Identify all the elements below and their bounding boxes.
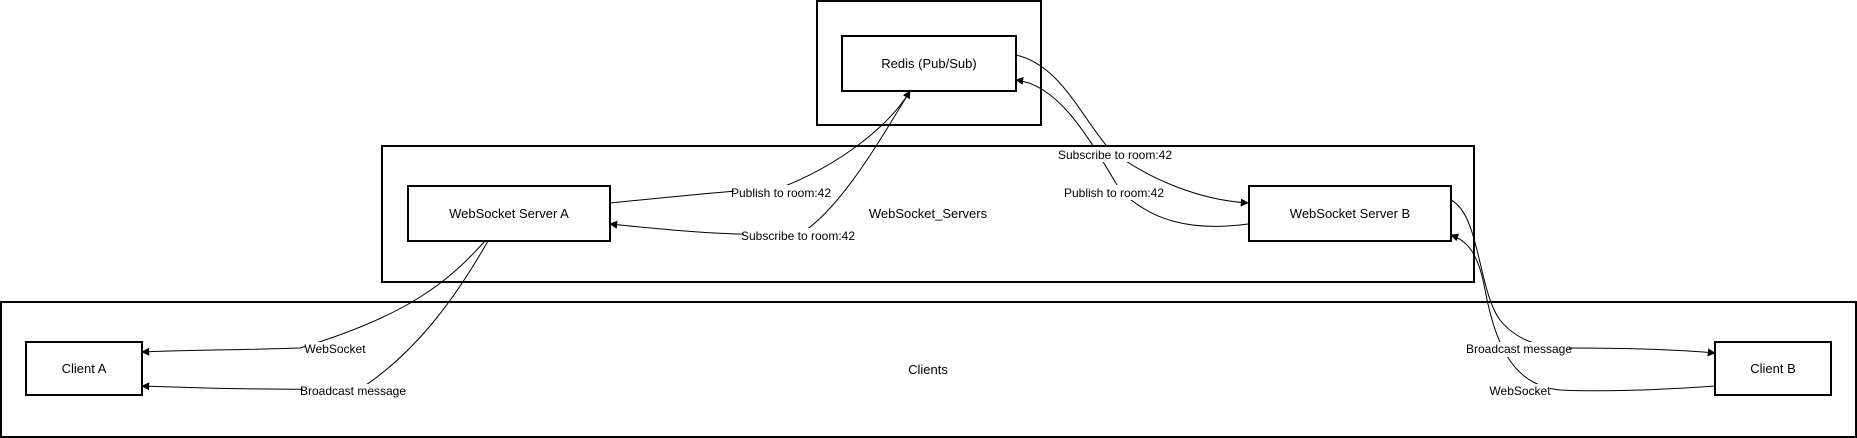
node-redis-label: Redis (Pub/Sub) [881, 56, 976, 71]
node-redis[interactable]: Redis (Pub/Sub) [841, 35, 1017, 92]
node-server-a-label: WebSocket Server A [449, 206, 569, 221]
node-client-a-label: Client A [62, 361, 107, 376]
edge-labels: Publish to room:42 Subscribe to room:42 … [300, 147, 1572, 399]
node-client-b[interactable]: Client B [1714, 341, 1832, 396]
edge-client-a-websocket [141, 240, 486, 356]
label-b-subscribe: Subscribe to room:42 [1058, 148, 1172, 162]
label-a-publish: Publish to room:42 [731, 186, 831, 200]
label-client-b-broadcast: Broadcast message [1466, 342, 1572, 356]
node-server-b-label: WebSocket Server B [1290, 206, 1410, 221]
node-client-b-label: Client B [1750, 361, 1796, 376]
node-server-b[interactable]: WebSocket Server B [1248, 185, 1452, 242]
clients-group-label: Clients [908, 362, 948, 377]
websocket-servers-group-label: WebSocket_Servers [869, 206, 988, 221]
label-a-subscribe: Subscribe to room:42 [741, 229, 855, 243]
node-client-a[interactable]: Client A [25, 341, 143, 396]
label-client-a-websocket: WebSocket [304, 342, 366, 356]
label-client-b-websocket: WebSocket [1489, 384, 1551, 398]
label-b-publish: Publish to room:42 [1064, 186, 1164, 200]
label-client-a-broadcast: Broadcast message [300, 384, 406, 398]
node-server-a[interactable]: WebSocket Server A [407, 185, 611, 242]
edge-client-b-websocket [1450, 233, 1716, 392]
clients-group: Clients [0, 301, 1857, 438]
